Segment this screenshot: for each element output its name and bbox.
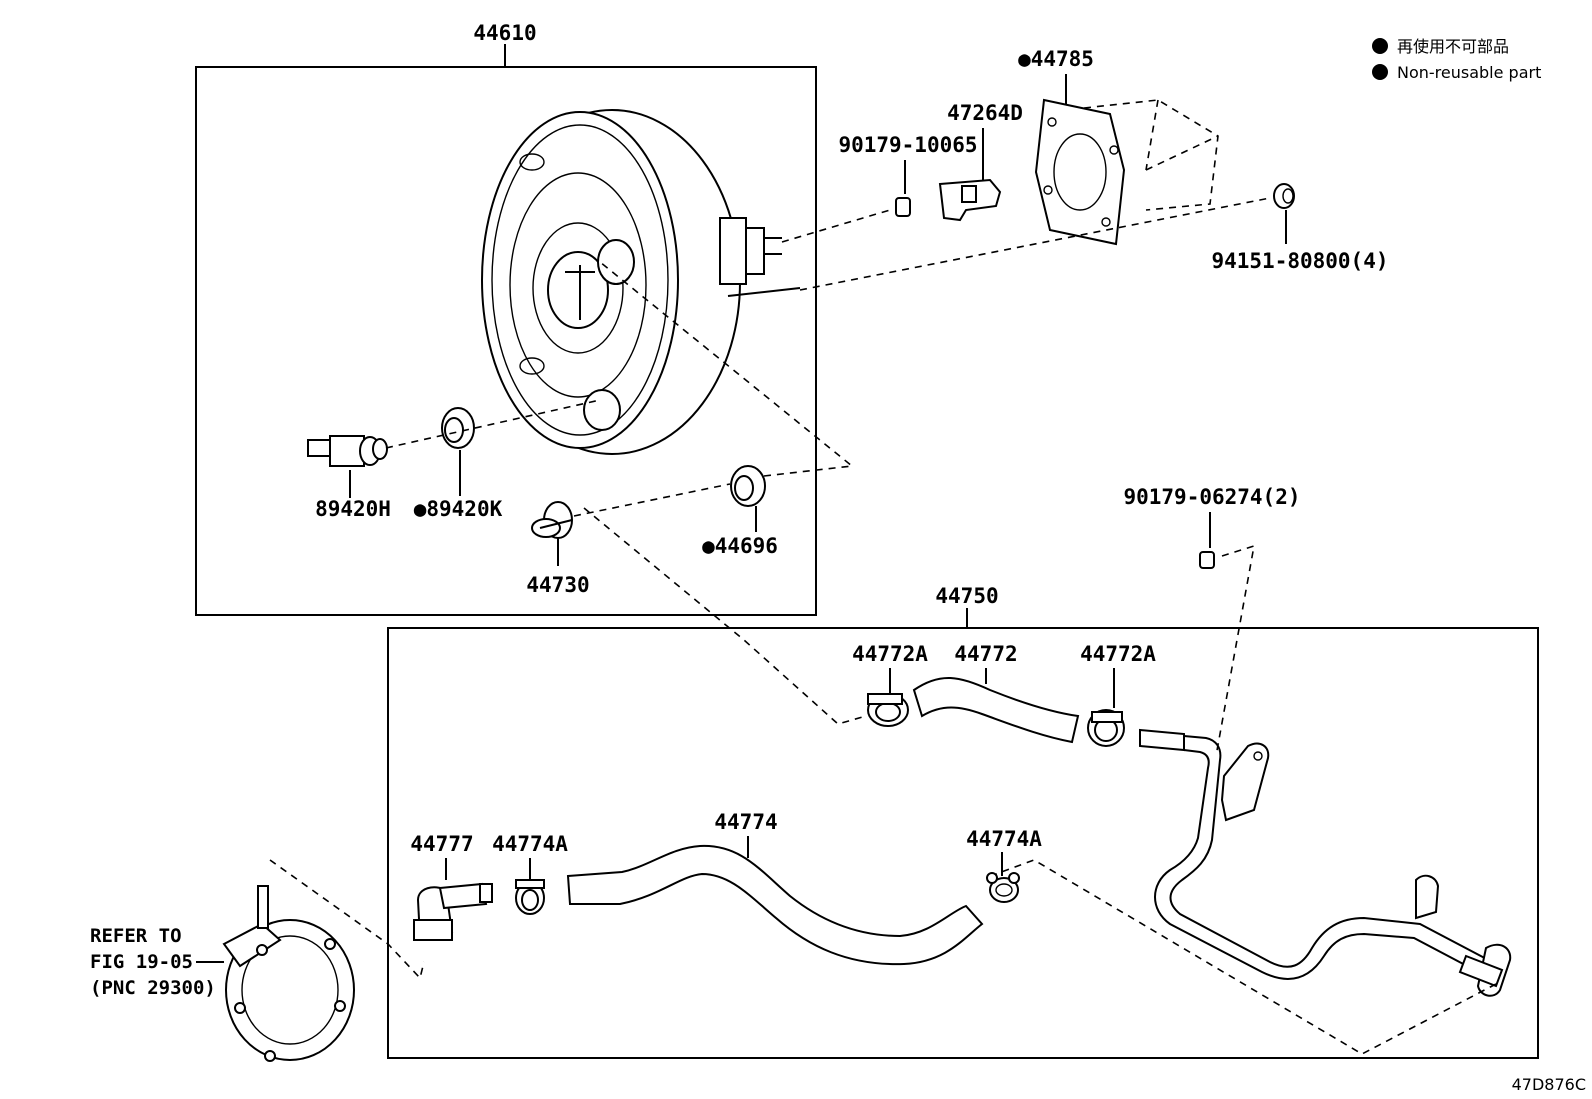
- label-90179-06274: 90179-06274(2): [1123, 485, 1300, 509]
- legend-text-en: Non-reusable part: [1397, 63, 1541, 82]
- label-44772A-left: 44772A: [852, 642, 928, 666]
- nut-icon: [895, 197, 911, 217]
- label-44774: 44774: [714, 810, 777, 834]
- connector-icon: [413, 882, 493, 941]
- brake-booster-icon: [481, 109, 801, 455]
- label-44774A-left: 44774A: [492, 832, 568, 856]
- clip-left-icon: [867, 693, 909, 727]
- clip-lower-right-icon: [986, 872, 1020, 903]
- hose-lower-icon: [566, 844, 984, 966]
- label-47264D: 47264D: [947, 101, 1023, 125]
- label-89420K: ●89420K: [414, 497, 503, 521]
- label-44785: ●44785: [1018, 47, 1094, 71]
- bracket-icon: [938, 178, 1002, 222]
- vacuum-pump-icon: [222, 885, 355, 1062]
- label-94151-80800: 94151-80800(4): [1211, 249, 1388, 273]
- hose-assembly-box: [387, 627, 1539, 1059]
- label-44696: ●44696: [702, 534, 778, 558]
- refer-note-line3: (PNC 29300): [90, 977, 216, 999]
- hose-assembly-group: 44750 44772A 44772 44772A: [387, 507, 1539, 1059]
- hose-upper-icon: [912, 677, 1080, 744]
- vacuum-sensor-icon: [307, 435, 388, 467]
- nut-right-icon: [1273, 183, 1295, 209]
- label-89420H: 89420H: [315, 497, 391, 521]
- label-44730: 44730: [526, 573, 589, 597]
- label-44750: 44750: [935, 584, 998, 608]
- vacuum-pipe-icon: [1139, 728, 1512, 997]
- label-44772A-right: 44772A: [1080, 642, 1156, 666]
- refer-note-line1: REFER TO: [90, 925, 182, 947]
- grommet-icon: [441, 407, 475, 449]
- legend-text-jp: 再使用不可部品: [1397, 37, 1509, 56]
- legend-marker-jp: [1372, 38, 1388, 54]
- figure-code: 47D876C: [1512, 1075, 1586, 1094]
- nut-hose-icon: [1199, 551, 1215, 569]
- label-44777: 44777: [410, 832, 473, 856]
- check-valve-icon: [531, 501, 573, 539]
- label-44772: 44772: [954, 642, 1017, 666]
- booster-assembly-group: 44610: [195, 21, 854, 616]
- clip-lower-left-icon: [515, 879, 545, 915]
- legend-marker-en: [1372, 64, 1388, 80]
- label-44774A-right: 44774A: [966, 827, 1042, 851]
- gasket-icon: [1034, 98, 1126, 246]
- refer-note-line2: FIG 19-05: [90, 951, 193, 973]
- label-44610: 44610: [473, 21, 536, 45]
- label-90179-10065: 90179-10065: [838, 133, 977, 157]
- grommet-valve-icon: [730, 465, 766, 507]
- legend: 再使用不可部品 Non-reusable part: [1372, 37, 1541, 82]
- clip-right-icon: [1087, 709, 1125, 747]
